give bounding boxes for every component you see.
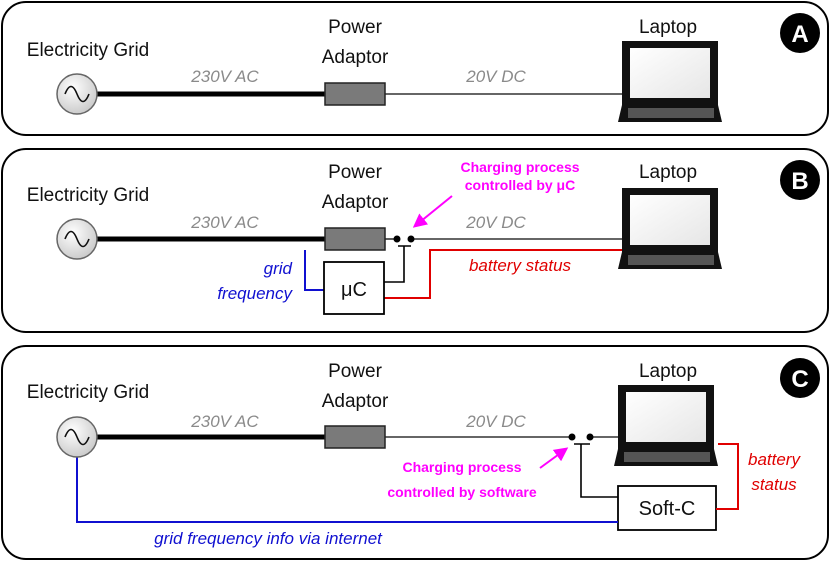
laptop-icon [614, 385, 718, 466]
grid-label: Electricity Grid [27, 382, 149, 403]
battery-status-label-1: battery [748, 450, 801, 469]
dc-voltage-label: 20V DC [465, 213, 526, 232]
grid-frequency-label-1: grid [264, 259, 293, 278]
annotation-line-2: controlled by software [387, 484, 537, 500]
ac-source-icon [56, 218, 98, 260]
grid-label: Electricity Grid [27, 40, 149, 61]
annotation-arrow [539, 447, 569, 469]
ac-voltage-label: 230V AC [190, 213, 259, 232]
adapter-label-line-2: Adaptor [322, 391, 389, 412]
control-wire [580, 444, 618, 498]
battery-status-label-2: status [751, 475, 797, 494]
control-wire [384, 246, 405, 283]
panel-c-badge-text: C [791, 366, 808, 393]
laptop-label: Laptop [639, 361, 697, 382]
laptop-label: Laptop [639, 17, 697, 38]
panel-b-frame [1, 148, 829, 333]
microcontroller-box [323, 261, 385, 315]
adapter-label-line-2: Adaptor [322, 47, 389, 68]
battery-status-wire [384, 249, 622, 299]
annotation-arrow [412, 195, 453, 228]
ac-voltage-label: 230V AC [190, 412, 259, 431]
switch-icon [393, 235, 415, 247]
dc-voltage-label: 20V DC [465, 67, 526, 86]
panel-c-badge [780, 358, 820, 398]
annotation-line-1: Charging process [402, 459, 521, 475]
laptop-label: Laptop [639, 162, 697, 183]
panel-a-badge [780, 13, 820, 53]
battery-status-label: battery status [469, 256, 572, 275]
microcontroller-label: μC [341, 279, 367, 301]
battery-status-wire [716, 443, 739, 510]
panel-b-badge [780, 160, 820, 200]
panel-a-badge-text: A [791, 21, 808, 48]
adapter-label-line-1: Power [328, 361, 383, 382]
switch-icon [568, 433, 594, 445]
panel-b-badge-text: B [791, 168, 808, 195]
ac-source-icon [56, 73, 98, 115]
annotation-line-1: Charging process [460, 159, 579, 175]
ac-source-icon [56, 416, 98, 458]
panel-a: A Electricity Grid Power Adaptor Laptop … [1, 1, 829, 136]
ac-voltage-label: 230V AC [190, 67, 259, 86]
panel-c: C Electricity Grid Power Adaptor Laptop … [1, 345, 829, 560]
grid-frequency-label-2: frequency [217, 284, 293, 303]
annotation-line-2: controlled by μC [465, 177, 575, 193]
power-adapter-icon [324, 425, 386, 449]
adapter-label-line-2: Adaptor [322, 192, 389, 213]
power-adapter-icon [324, 227, 386, 251]
soft-controller-label: Soft-C [639, 498, 696, 520]
adapter-label-line-1: Power [328, 17, 383, 38]
dc-voltage-label: 20V DC [465, 412, 526, 431]
internet-info-wire [76, 457, 618, 523]
grid-frequency-wire [304, 250, 324, 291]
grid-label: Electricity Grid [27, 185, 149, 206]
adapter-label-line-1: Power [328, 162, 383, 183]
soft-controller-box [617, 485, 717, 531]
internet-info-label: grid frequency info via internet [154, 529, 383, 548]
panel-a-frame [1, 1, 829, 136]
laptop-icon [618, 188, 722, 269]
panel-b: B Electricity Grid Power Adaptor Laptop … [1, 148, 829, 333]
power-adapter-icon [324, 82, 386, 106]
laptop-icon [618, 41, 722, 122]
